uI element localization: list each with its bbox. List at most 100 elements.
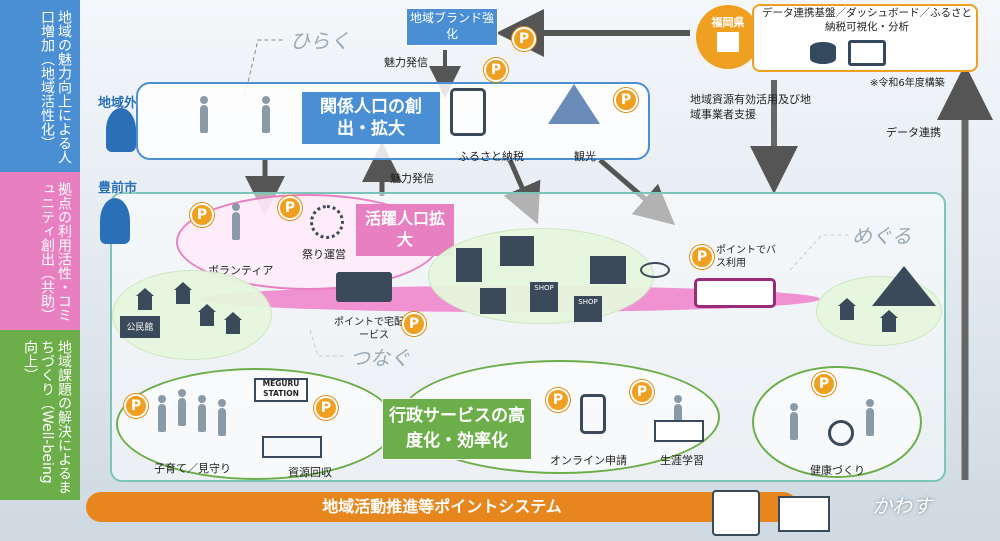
point-system-bar bbox=[86, 492, 798, 522]
qr-phone-icon bbox=[712, 490, 760, 536]
database-icon bbox=[810, 42, 836, 64]
smartphone-icon bbox=[580, 394, 606, 434]
band-activation: 地域の魅力向上による人口増加（地域活性化） bbox=[0, 0, 80, 172]
kawasu-text: かわす bbox=[872, 494, 932, 518]
matsuri-label: 祭り運営 bbox=[302, 248, 346, 261]
kanko-label: 観光 bbox=[574, 150, 596, 163]
gyosei-box bbox=[382, 398, 532, 460]
delivery-truck-icon bbox=[336, 272, 392, 302]
kankei-text: 関係人口の創出・拡大 bbox=[320, 97, 422, 139]
shop-label-1: SHOP bbox=[534, 284, 554, 292]
bus-label: ポイントでバス利用 bbox=[716, 245, 776, 269]
kominkan-label: 公民館 bbox=[126, 323, 154, 333]
leader-hiraku bbox=[244, 39, 285, 96]
brand-box bbox=[406, 8, 498, 46]
support-text: 地域資源有効活用及び地域事業者支援 bbox=[690, 93, 811, 121]
house-icon-3 bbox=[198, 304, 216, 326]
kominkan-bubble bbox=[112, 270, 272, 360]
point-icon-shogai: P bbox=[630, 380, 654, 404]
hiraku-text: ひらく bbox=[290, 29, 350, 53]
point-icon-kanko: P bbox=[614, 88, 638, 112]
dashboard-icon bbox=[848, 40, 886, 66]
kenko-label: 健康づくり bbox=[810, 464, 865, 477]
traveler-icon bbox=[200, 96, 208, 133]
gyosei-text: 行政サービスの高度化・効率化 bbox=[389, 406, 525, 451]
delivery-label: ポイントで宅配サービス bbox=[334, 317, 414, 341]
point-icon-brand: P bbox=[512, 27, 536, 51]
exercise-icon bbox=[790, 403, 798, 440]
book-icon bbox=[654, 420, 704, 442]
mountain-icon bbox=[872, 266, 936, 306]
shop-icon-2 bbox=[574, 296, 602, 322]
walker-icon bbox=[262, 96, 270, 133]
bicycle-icon bbox=[640, 262, 670, 278]
camera-person-icon bbox=[106, 108, 136, 152]
building-icon bbox=[717, 32, 739, 52]
band-community: 拠点の利用活性・コミュニティ創出（共助） bbox=[0, 172, 80, 330]
reader-icon bbox=[674, 395, 682, 432]
band-activation-text: 地域の魅力向上による人口増加（地域活性化） bbox=[39, 10, 72, 164]
family-icon-3 bbox=[198, 395, 206, 432]
point-icon-furusato: P bbox=[484, 58, 508, 82]
phone-hand-icon bbox=[450, 88, 486, 136]
shigen-label: 資源回収 bbox=[288, 466, 332, 479]
outside-label: 地域外 bbox=[98, 96, 138, 111]
point-system-text: 地域活動推進等ポイントシステム bbox=[322, 497, 562, 516]
miryoku-hasshin-bottom: 魅力発信 bbox=[390, 172, 434, 185]
furusato-label: ふるさと納税 bbox=[458, 150, 524, 163]
platform-box bbox=[752, 4, 978, 72]
online-label: オンライン申請 bbox=[550, 454, 627, 467]
tsunagu-text: つなぐ bbox=[350, 346, 410, 370]
prefecture-label: 福岡県 bbox=[711, 16, 745, 29]
farmer-icon bbox=[100, 198, 130, 244]
meguru-station-label: MEGURU STATION bbox=[262, 379, 300, 398]
house-icon-6 bbox=[880, 310, 898, 332]
flower-icon bbox=[310, 205, 344, 239]
qr-code-icon bbox=[778, 496, 830, 532]
caregiver-icon bbox=[866, 399, 874, 436]
katsuyaku-text: 活躍人口拡大 bbox=[364, 209, 445, 249]
kosodate-label: 子育て／見守り bbox=[154, 462, 231, 475]
house-icon-4 bbox=[224, 312, 242, 334]
point-icon-kosodate: P bbox=[124, 394, 148, 418]
shogai-label: 生涯学習 bbox=[660, 454, 704, 467]
band-wellbeing-text: 地域課題の解決によるまちづくり（Well-being向上） bbox=[22, 340, 72, 494]
brand-text: 地域ブランド強化 bbox=[410, 11, 495, 41]
band-wellbeing: 地域課題の解決によるまちづくり（Well-being向上） bbox=[0, 330, 80, 500]
family-icon-4 bbox=[218, 399, 226, 436]
hospital-icon bbox=[500, 236, 534, 266]
point-icon-bus: P bbox=[690, 245, 714, 269]
platform-text: データ連携基盤／ダッシュボード／ふるさと納税可視化・分析 bbox=[762, 7, 972, 33]
bus-icon bbox=[694, 278, 776, 308]
city-label: 豊前市 bbox=[98, 181, 138, 196]
meguru-station-sign bbox=[254, 378, 308, 402]
house-icon-2 bbox=[174, 282, 192, 304]
building-icon-2 bbox=[590, 256, 626, 284]
shop-label-2: SHOP bbox=[578, 298, 598, 306]
wheelchair-icon bbox=[828, 420, 854, 446]
miryoku-hasshin-top: 魅力発信 bbox=[384, 56, 428, 69]
house-icon-5 bbox=[838, 298, 856, 320]
building-icon-3 bbox=[480, 288, 506, 314]
kominkan-building bbox=[120, 316, 160, 338]
family-icon-2 bbox=[178, 389, 186, 426]
point-icon-matsuri: P bbox=[278, 196, 302, 220]
katsuyaku-box bbox=[356, 204, 454, 256]
platform-note: ※令和6年度構築 bbox=[870, 78, 945, 89]
point-icon-kenko: P bbox=[812, 372, 836, 396]
volunteer-icon bbox=[232, 203, 240, 240]
kankei-box bbox=[302, 92, 440, 144]
house-icon-1 bbox=[136, 288, 154, 310]
point-icon-online: P bbox=[546, 388, 570, 412]
recycle-bin-icon bbox=[262, 436, 322, 458]
meguru-text: めぐる bbox=[852, 224, 912, 248]
mountain-hiker-icon bbox=[548, 84, 600, 124]
data-link-text: データ連携 bbox=[886, 126, 941, 139]
point-icon-delivery: P bbox=[402, 312, 426, 336]
family-icon-1 bbox=[158, 395, 166, 432]
shop-icon-1 bbox=[530, 282, 558, 312]
building-icon-1 bbox=[456, 248, 482, 282]
point-icon-shigen: P bbox=[314, 396, 338, 420]
point-icon-volunteer: P bbox=[190, 203, 214, 227]
band-community-text: 拠点の利用活性・コミュニティ創出（共助） bbox=[39, 182, 72, 322]
